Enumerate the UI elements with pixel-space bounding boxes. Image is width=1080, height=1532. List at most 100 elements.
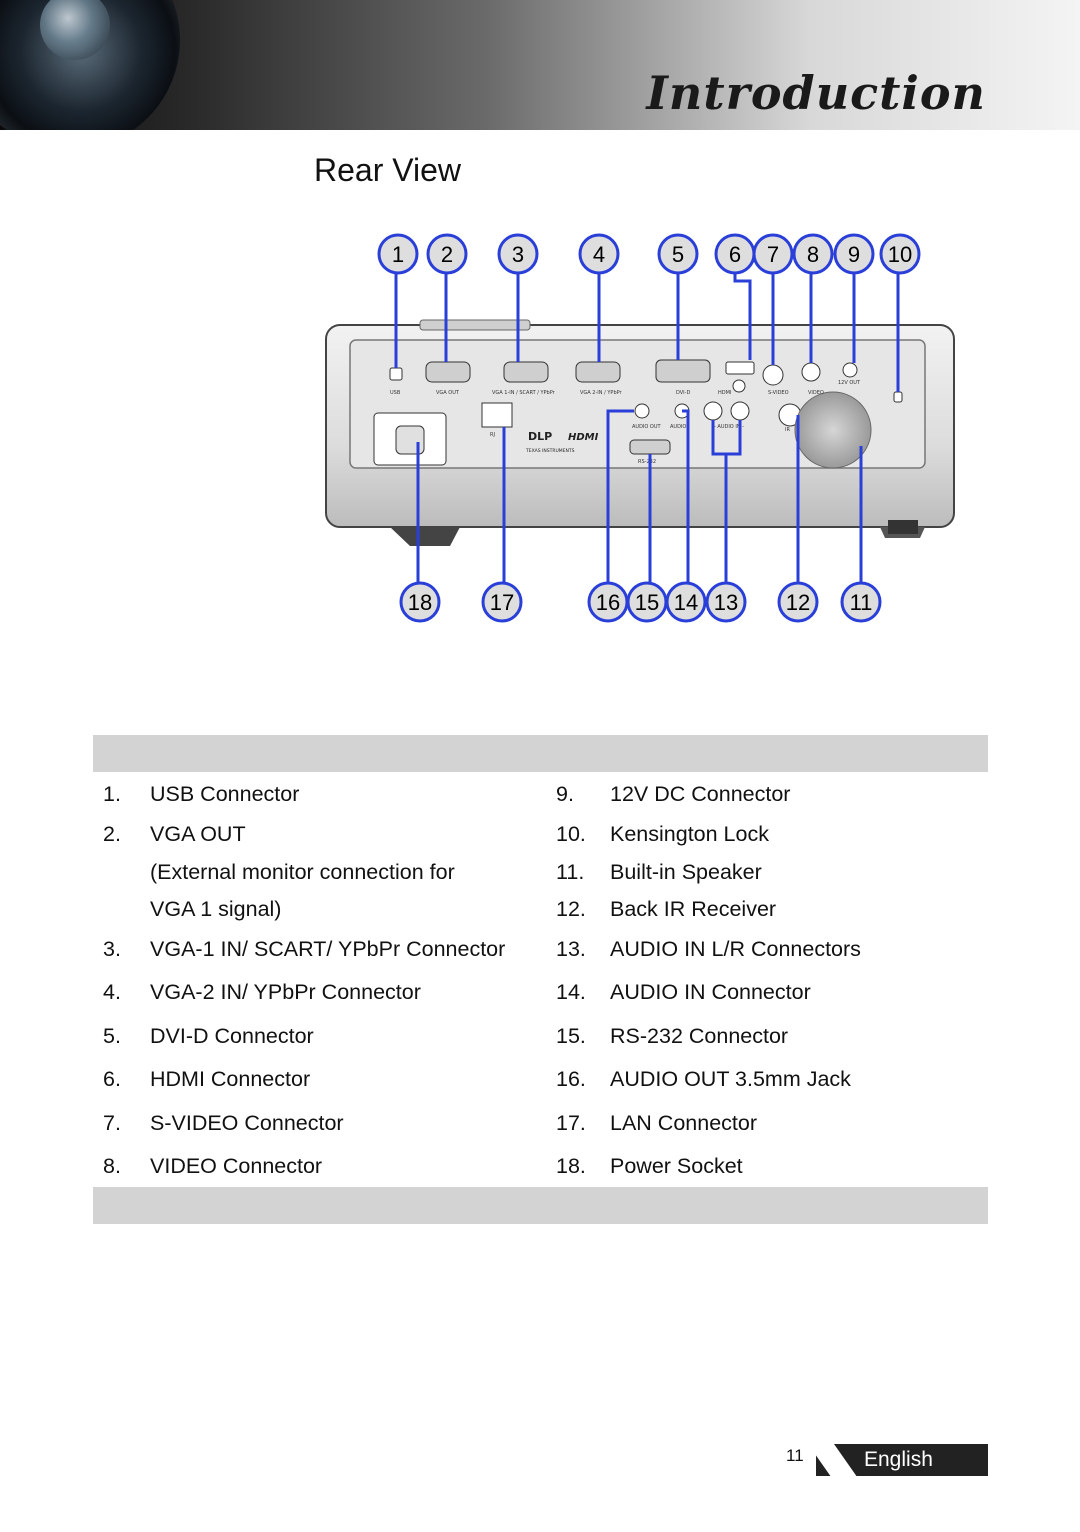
legend-text: LAN Connector <box>610 1111 757 1135</box>
legend-text: RS-232 Connector <box>610 1024 789 1048</box>
callout-3: 3 <box>497 233 539 275</box>
callout-11: 11 <box>840 581 882 623</box>
callout-lines <box>394 272 900 584</box>
callout-7-label: 7 <box>767 242 779 267</box>
legend-footer-band <box>93 1187 988 1224</box>
callouts: 1 2 3 4 5 6 7 8 9 10 18 17 16 15 14 13 1… <box>377 233 921 623</box>
callout-11-label: 11 <box>850 590 873 615</box>
legend-text: VGA-1 IN/ SCART/ YPbPr Connector <box>150 937 506 961</box>
callout-9-label: 9 <box>848 242 860 267</box>
legend-num: 7. <box>103 1111 121 1135</box>
legend-num: 5. <box>103 1024 121 1048</box>
legend-num: 18. <box>556 1154 586 1178</box>
callout-10: 10 <box>879 233 921 275</box>
callout-1-label: 1 <box>392 242 404 267</box>
port-label-usb: USB <box>390 390 401 396</box>
dlp-logo: DLP <box>528 430 552 443</box>
port-labels: USB VGA OUT VGA 1-IN / SCART / YPbPr VGA… <box>390 380 861 465</box>
callout-5: 5 <box>657 233 699 275</box>
legend-num: 12. <box>556 897 586 921</box>
port-label-rj: RJ <box>490 432 495 438</box>
callout-12-label: 12 <box>786 590 810 615</box>
legend-text: S-VIDEO Connector <box>150 1111 344 1135</box>
language-label: English <box>864 1448 933 1471</box>
legend-text: Built-in Speaker <box>610 860 762 884</box>
hdmi-logo: HDMI <box>568 432 599 443</box>
port-label-svideo: S-VIDEO <box>768 390 789 396</box>
callout-14-label: 14 <box>674 590 698 615</box>
legend-text: HDMI Connector <box>150 1067 311 1091</box>
port-label-video: VIDEO <box>808 390 824 396</box>
legend-text: VGA OUT <box>150 822 246 846</box>
legend-text: Kensington Lock <box>610 822 769 846</box>
callout-17: 17 <box>481 581 523 623</box>
callout-16: 16 <box>587 581 629 623</box>
port-label-hdmi: HDMI <box>718 390 731 396</box>
legend-text: AUDIO IN Connector <box>610 980 811 1004</box>
callout-18: 18 <box>399 581 441 623</box>
rear-view-diagram: USB VGA OUT VGA 1-IN / SCART / YPbPr VGA… <box>325 233 955 623</box>
legend-text: (External monitor connection for <box>150 860 455 884</box>
legend-num: 9. <box>556 782 574 806</box>
callout-2: 2 <box>426 233 468 275</box>
callout-4: 4 <box>578 233 620 275</box>
section-heading: Introduction <box>646 66 986 120</box>
legend-text: VIDEO Connector <box>150 1154 323 1178</box>
port-label-12v: 12V OUT <box>838 380 861 386</box>
callout-5-label: 5 <box>672 242 684 267</box>
callout-7: 7 <box>752 233 794 275</box>
legend-text: VGA 1 signal) <box>150 897 282 921</box>
port-panel <box>373 359 903 469</box>
callout-4-label: 4 <box>593 242 605 267</box>
legend-num: 8. <box>103 1154 121 1178</box>
callout-6-label: 6 <box>729 242 741 267</box>
callout-1: 1 <box>377 233 419 275</box>
callout-3-label: 3 <box>512 242 524 267</box>
legend-text: VGA-2 IN/ YPbPr Connector <box>150 980 421 1004</box>
legend-text: Back IR Receiver <box>610 897 777 921</box>
port-label-audio-in: - AUDIO IN - <box>714 424 744 430</box>
callout-16-label: 16 <box>596 590 620 615</box>
texas-instruments-logo: TEXAS INSTRUMENTS <box>525 448 575 454</box>
legend-num: 14. <box>556 980 586 1004</box>
legend-text: AUDIO IN L/R Connectors <box>610 937 861 961</box>
callout-15-label: 15 <box>635 590 659 615</box>
callout-8: 8 <box>792 233 834 275</box>
legend-num: 11. <box>556 860 585 884</box>
port-label-audio-out: AUDIO OUT <box>632 424 662 430</box>
callout-18-label: 18 <box>408 590 432 615</box>
lens-highlight <box>40 0 110 60</box>
legend-text: AUDIO OUT 3.5mm Jack <box>610 1067 851 1091</box>
port-label-vga1: VGA 1-IN / SCART / YPbPr <box>492 390 556 396</box>
callout-8-label: 8 <box>807 242 819 267</box>
legend-num: 16. <box>556 1067 586 1091</box>
callout-13: 13 <box>705 581 747 623</box>
header-banner: Introduction <box>0 0 1080 130</box>
legend-num: 1. <box>103 782 121 806</box>
callout-9: 9 <box>833 233 875 275</box>
callout-2-label: 2 <box>441 242 453 267</box>
legend-num: 15. <box>556 1024 586 1048</box>
port-label-rs232: RS-232 <box>638 459 656 465</box>
legend-text: USB Connector <box>150 782 300 806</box>
port-label-vga-out: VGA OUT <box>436 390 460 396</box>
callout-10-label: 10 <box>888 242 912 267</box>
legend-num: 17. <box>556 1111 586 1135</box>
port-label-vga2: VGA 2-IN / YPbPr <box>580 390 623 396</box>
port-label-ir: IR <box>785 427 790 433</box>
legend-num: 6. <box>103 1067 121 1091</box>
legend-num: 13. <box>556 937 586 961</box>
callout-17-label: 17 <box>490 590 514 615</box>
legend-num: 10. <box>556 822 586 846</box>
legend-num: 3. <box>103 937 121 961</box>
callout-13-label: 13 <box>714 590 738 615</box>
page-footer: 11 English <box>786 1444 988 1476</box>
page-title: Rear View <box>314 152 462 188</box>
legend-text: Power Socket <box>610 1154 743 1178</box>
page-number: 11 <box>786 1446 804 1465</box>
legend-text: 12V DC Connector <box>610 782 791 806</box>
legend-num: 2. <box>103 822 121 846</box>
callout-12: 12 <box>777 581 819 623</box>
legend-num: 4. <box>103 980 121 1004</box>
legend-header-band <box>93 735 988 772</box>
